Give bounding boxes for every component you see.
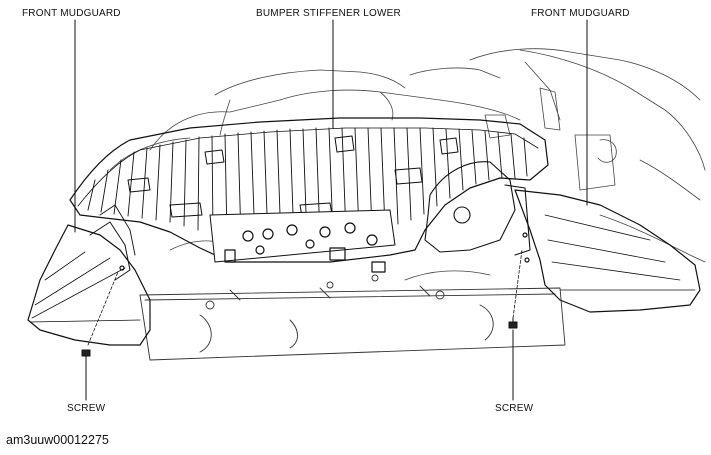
left-screw-part — [81, 271, 119, 361]
lower-panel — [139, 274, 566, 361]
left-front-mudguard-part — [27, 204, 151, 346]
bumper-stiffener-lower-label: BUMPER STIFFENER LOWER — [256, 8, 401, 19]
leader-lines — [74, 19, 588, 401]
engine-bay-background — [109, 48, 706, 281]
right-bracket — [424, 161, 531, 256]
right-front-mudguard-part — [514, 189, 701, 313]
right-screw-part — [508, 249, 523, 329]
front-mudguard-right-label: FRONT MUDGUARD — [531, 8, 630, 19]
front-mudguard-left-label: FRONT MUDGUARD — [22, 8, 121, 19]
screw-right-label: SCREW — [495, 403, 534, 414]
bumper-stiffener-lower — [69, 117, 549, 273]
figure-code: am3uuw00012275 — [6, 433, 109, 447]
screw-left-label: SCREW — [67, 403, 106, 414]
